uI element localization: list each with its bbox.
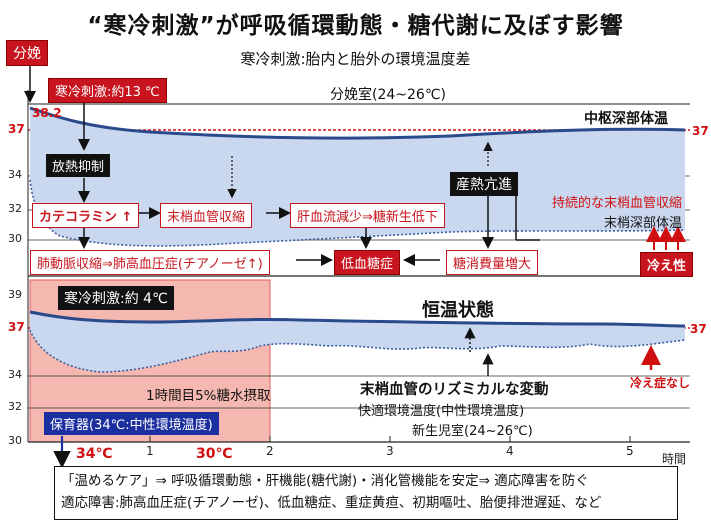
core-temp-label: 中枢深部体温: [584, 111, 668, 127]
notes-line-2: 適応障害:肺高血圧症(チアノーゼ)、低血糖症、重症黄疸、初期嘔吐、胎便排泄遅延、…: [61, 495, 602, 511]
incubator-temp-30: 30℃: [196, 446, 233, 462]
nursery-label: 新生児室(24~26℃): [412, 424, 533, 439]
delivery-room-label: 分娩室(24~26℃): [330, 87, 447, 103]
x-tick-1: 1: [146, 444, 154, 458]
top-cold-stimulus: 寒冷刺激:約13 ℃: [48, 78, 167, 103]
top-y-34: 34: [8, 168, 22, 181]
bottom-y-32: 32: [8, 400, 22, 413]
bottom-y-30: 30: [8, 434, 22, 447]
top-core-curve: [29, 106, 686, 140]
bottom-y-right-37: 37: [690, 322, 707, 336]
liver-flow-box: 肝血流減少⇒糖新生低下: [290, 203, 445, 228]
pulmonary-box: 肺動脈収縮⇒肺高血圧症(チアノーゼ↑): [30, 250, 270, 275]
hypoglycemia-box: 低血糖症: [334, 250, 401, 275]
top-y-37: 37: [8, 122, 25, 136]
sustained-vasoconstriction-label: 持続的な末梢血管収縮: [552, 196, 683, 211]
bottom-cold-stimulus: 寒冷刺激:約 4℃: [58, 286, 174, 310]
incubator-box: 保育器(34℃:中性環境温度): [44, 412, 219, 435]
vasoconstriction-box: 末梢血管収縮: [160, 203, 253, 228]
cold-sensitivity-box: 冷え性: [640, 252, 694, 277]
heat-production-box: 産熱亢進: [450, 172, 518, 196]
notes-line-1: 「温めるケア」⇒ 呼吸循環動態・肝機能(糖代謝)・消化管機能を安定⇒ 適応障害を…: [61, 473, 589, 489]
top-y-right-37: 37: [692, 124, 709, 138]
top-y-30: 30: [8, 232, 22, 245]
top-y-32: 32: [8, 202, 22, 215]
rhythmic-change-label: 末梢血管のリズミカルな変動: [360, 382, 549, 398]
bottom-y-39: 39: [8, 288, 22, 301]
start-temp-label: 38.2: [32, 106, 62, 120]
x-unit: 時間: [662, 452, 687, 466]
bottom-y-37: 37: [8, 320, 25, 334]
bottom-core-curve: [29, 310, 686, 328]
comfortable-temp-label: 快適環境温度(中性環境温度): [358, 404, 525, 419]
no-cold-label: 冷え症なし: [630, 376, 691, 390]
heat-suppression-box: 放熱抑制: [46, 154, 111, 177]
page-title: “寒冷刺激”が呼吸循環動態・糖代謝に及ぼす影響: [87, 13, 624, 39]
x-tick-5: 5: [626, 444, 634, 458]
incubator-temp-34: 34℃: [76, 446, 113, 462]
notes-box: 「温めるケア」⇒ 呼吸循環動態・肝機能(糖代謝)・消化管機能を安定⇒ 適応障害を…: [54, 466, 678, 520]
x-tick-2: 2: [266, 444, 274, 458]
bottom-temp-band: [30, 312, 685, 372]
sugar-water-label: 1時間目5%糖水摂取: [146, 388, 271, 404]
bottom-y-34: 34: [8, 368, 22, 381]
homeothermic-label: 恒温状態: [422, 300, 494, 321]
peripheral-deep-temp-label: 末梢深部体温: [604, 216, 683, 231]
x-tick-4: 4: [506, 444, 514, 458]
glucose-consumption-box: 糖消費量増大: [446, 250, 539, 275]
birth-label: 分娩: [6, 40, 48, 66]
subtitle: 寒冷刺激:胎内と胎外の環境温度差: [240, 50, 471, 68]
catecholamine-box: カテコラミン ↑: [32, 203, 140, 228]
top-peripheral-curve: [29, 179, 686, 247]
x-tick-3: 3: [386, 444, 394, 458]
